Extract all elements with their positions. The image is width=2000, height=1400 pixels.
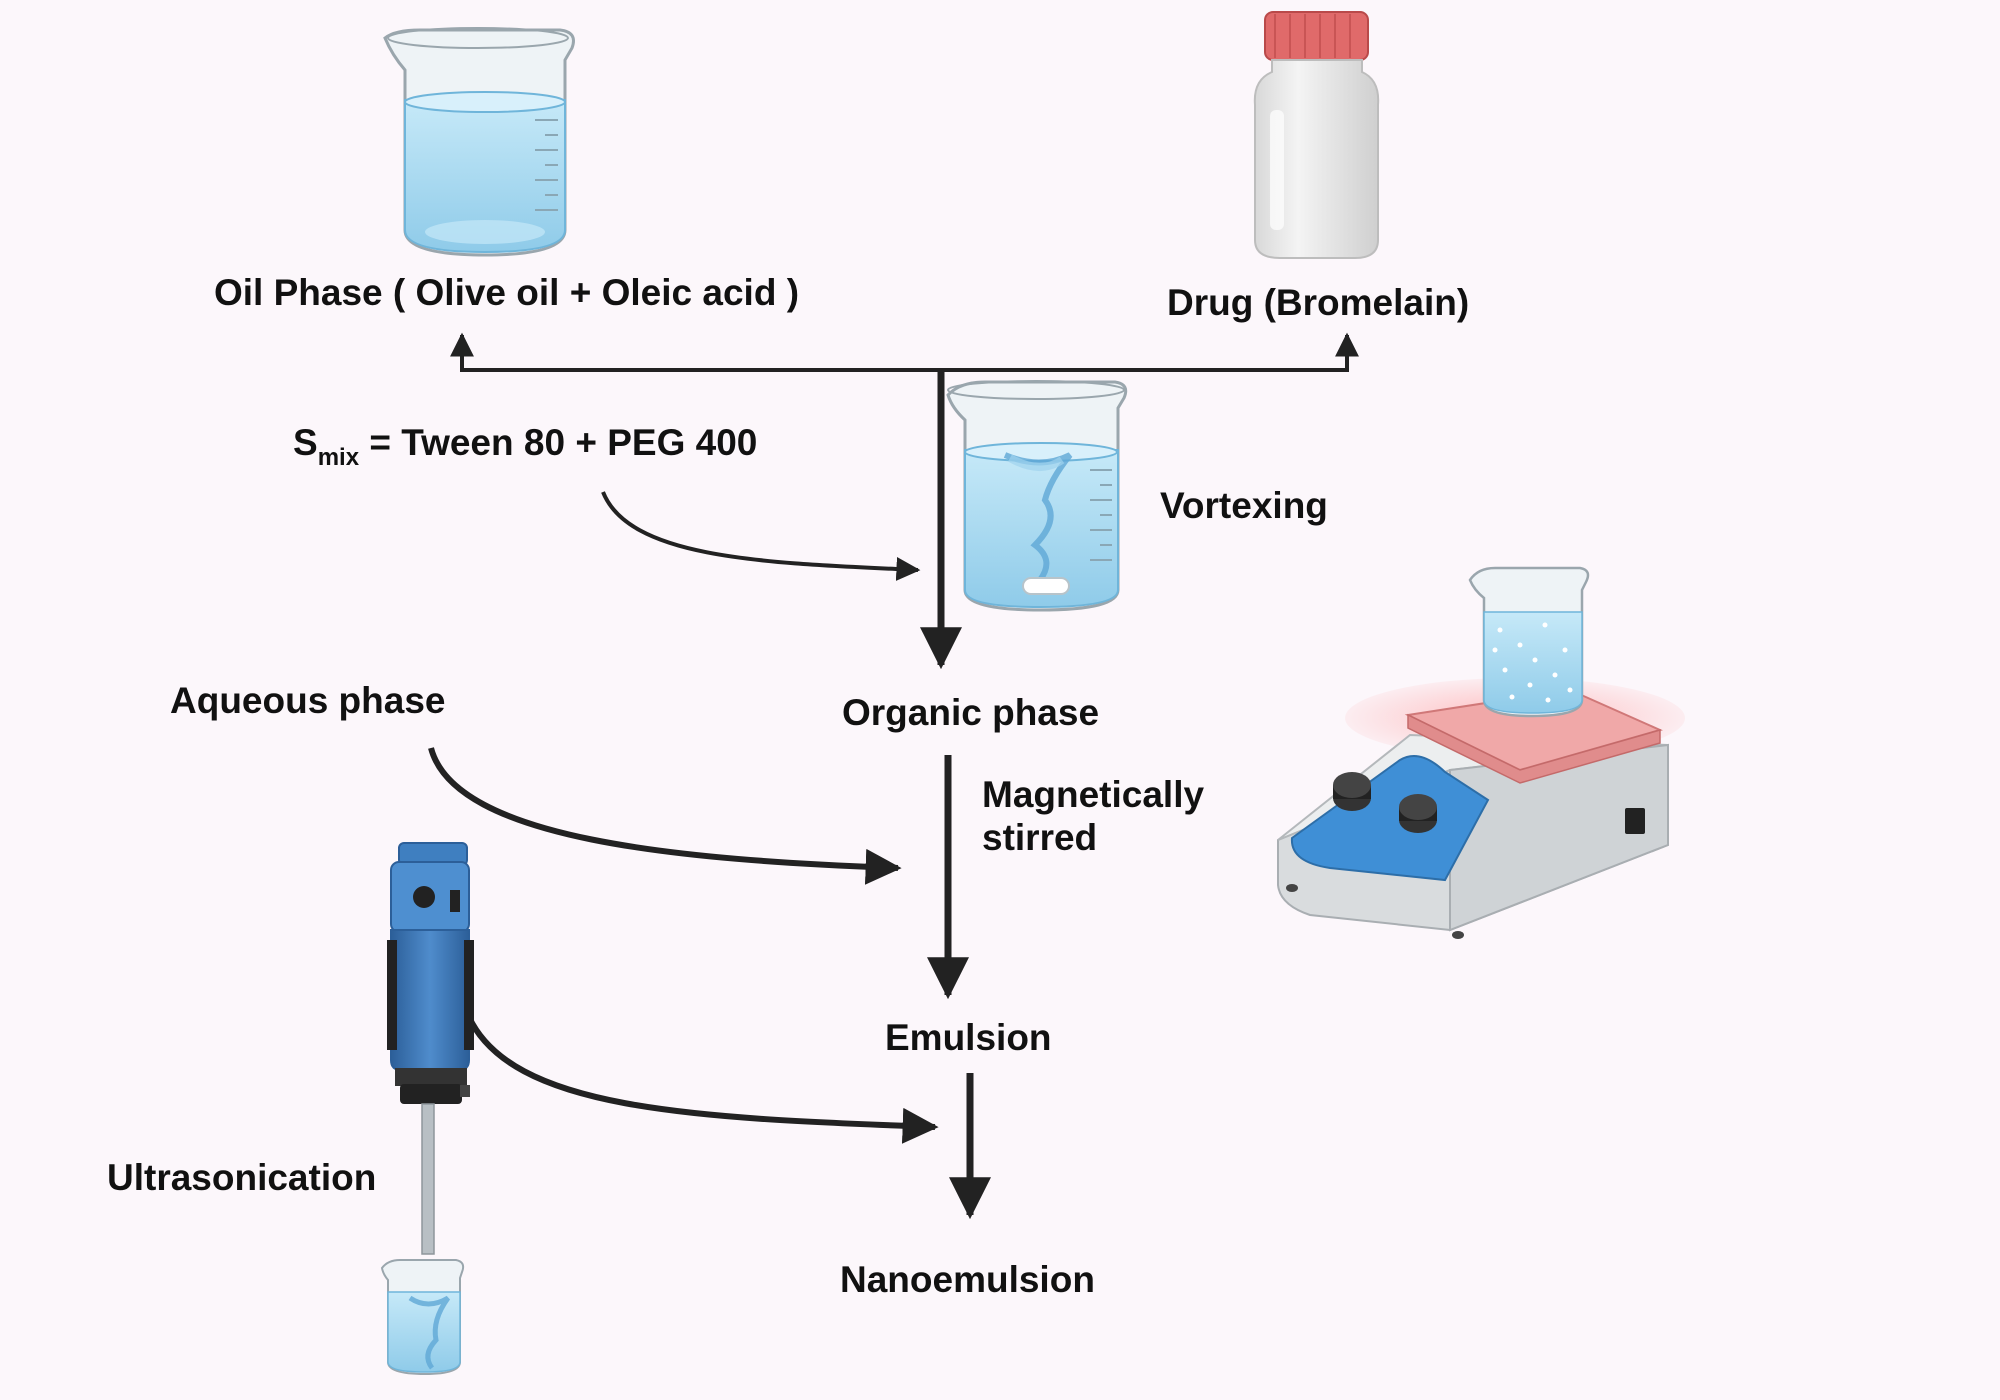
aqueous-phase-label: Aqueous phase bbox=[170, 680, 446, 721]
oil-phase-label: Oil Phase ( Olive oil + Oleic acid ) bbox=[214, 272, 799, 313]
nanoemulsion-label: Nanoemulsion bbox=[840, 1259, 1095, 1300]
vortex-beaker-icon bbox=[946, 380, 1128, 612]
smix-symbol: S bbox=[293, 422, 318, 463]
ultrasonication-label: Ultrasonication bbox=[107, 1157, 376, 1198]
magnetically-label: Magnetically bbox=[982, 774, 1204, 815]
knob-icon bbox=[1399, 794, 1437, 833]
smix-formula: = Tween 80 + PEG 400 bbox=[359, 422, 757, 463]
aqueous-arrow bbox=[428, 747, 902, 885]
organic-phase-label: Organic phase bbox=[842, 692, 1099, 733]
emulsion-label: Emulsion bbox=[885, 1017, 1052, 1058]
ultrasonic-homogenizer-icon bbox=[380, 842, 474, 1376]
beaker-icon bbox=[383, 27, 575, 257]
smix-arrow bbox=[601, 491, 921, 581]
magnetic-stirrer-icon bbox=[1277, 566, 1685, 939]
power-switch-icon bbox=[1625, 808, 1645, 834]
drug-label: Drug (Bromelain) bbox=[1167, 282, 1469, 323]
vortexing-label: Vortexing bbox=[1160, 485, 1328, 526]
smix-subscript: mix bbox=[318, 444, 360, 471]
bottle-icon bbox=[1253, 11, 1380, 259]
smix-label: Smix = Tween 80 + PEG 400 bbox=[293, 422, 757, 471]
stirred-label: stirred bbox=[982, 817, 1097, 858]
ultrasonication-arrow bbox=[465, 1013, 939, 1144]
knob-icon bbox=[1333, 772, 1371, 811]
split-connector bbox=[450, 332, 1359, 670]
